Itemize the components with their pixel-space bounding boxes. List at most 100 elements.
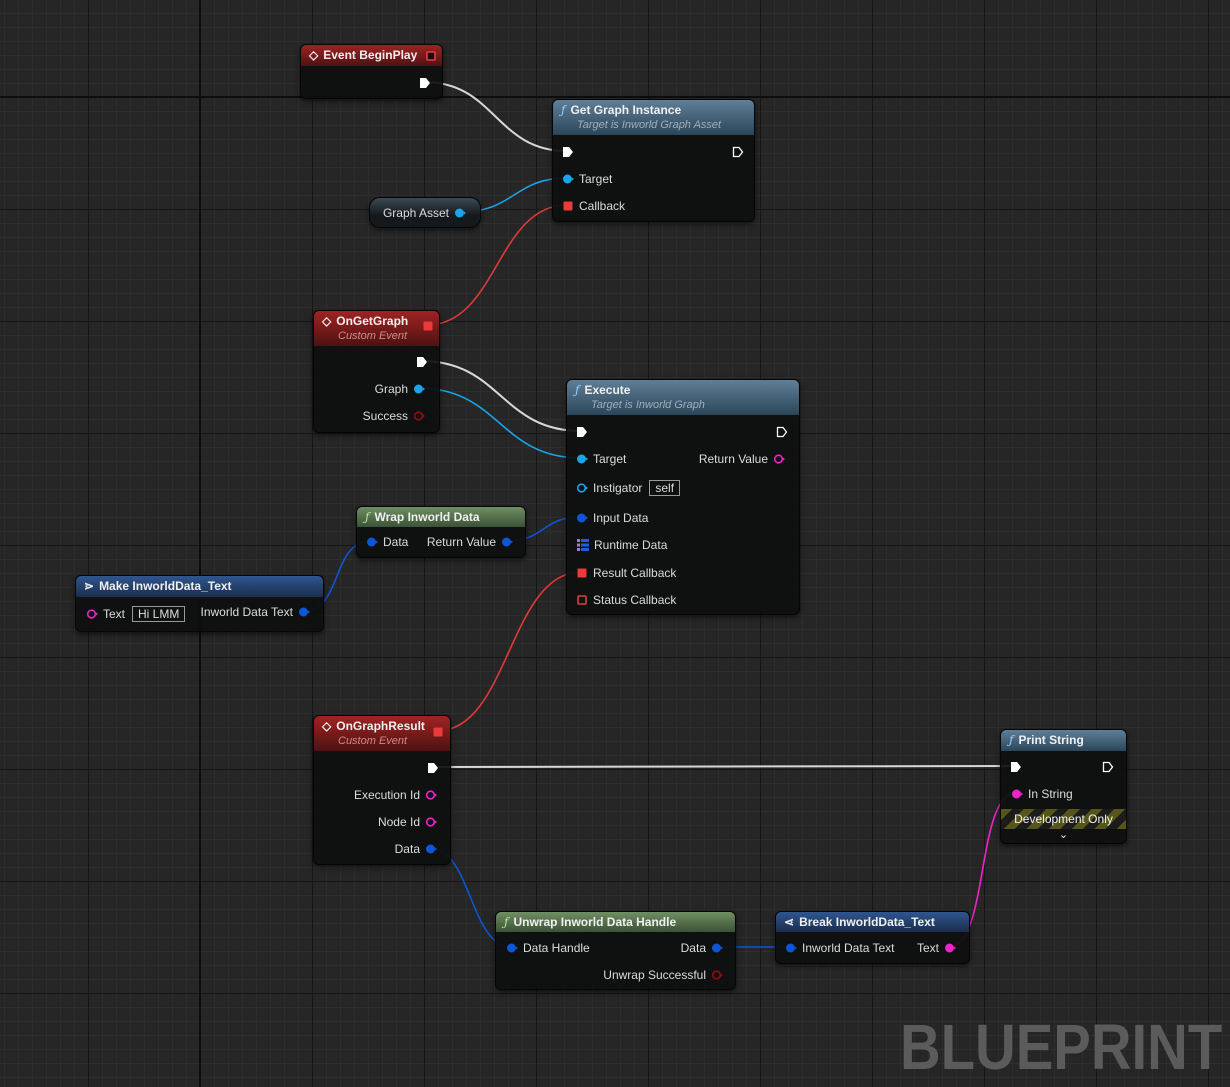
delegate-out-pin[interactable] (432, 726, 444, 738)
instigator-value-field[interactable]: self (649, 480, 681, 496)
pin-label: Text (916, 941, 939, 955)
text-value-field[interactable]: Hi LMM (132, 606, 186, 622)
in-string-pin[interactable] (1011, 788, 1023, 800)
node-graph-asset-variable[interactable]: Graph Asset (369, 197, 481, 228)
function-icon: ƒ (575, 383, 580, 397)
exec-in-pin[interactable] (562, 146, 574, 158)
return-value-pin[interactable] (501, 536, 513, 548)
result-callback-pin[interactable] (576, 567, 588, 579)
node-subtitle: Custom Event (338, 735, 408, 747)
expand-chevron-icon[interactable]: ⌄ (1058, 829, 1069, 841)
text-pin[interactable] (944, 942, 956, 954)
pin-label: Success (362, 409, 408, 423)
exec-out-pin[interactable] (732, 146, 744, 158)
node-title: Wrap Inworld Data (374, 510, 480, 524)
inworld-data-text-pin[interactable] (298, 606, 310, 618)
pin-label: Node Id (377, 815, 420, 829)
exec-out-pin[interactable] (419, 77, 431, 89)
instigator-pin[interactable] (576, 482, 588, 494)
wire-ongraphresult-to-result-callback (436, 571, 582, 732)
pin-label: Target (579, 172, 613, 186)
wire-ongetgraph-to-execute (420, 360, 582, 432)
event-icon: ◇ (322, 719, 332, 733)
node-title: Event BeginPlay (323, 48, 418, 62)
pin-label: Data (680, 941, 706, 955)
exec-in-pin[interactable] (576, 426, 588, 438)
node-subtitle: Custom Event (338, 330, 408, 342)
callback-pin[interactable] (562, 200, 574, 212)
break-struct-icon: ⋖ (784, 915, 795, 929)
exec-in-pin[interactable] (1010, 761, 1022, 773)
data-handle-pin[interactable] (506, 942, 518, 954)
pin-label: Instigator (593, 481, 643, 495)
node-print-string[interactable]: ƒ Print String In String Development Only… (1000, 729, 1127, 844)
graph-asset-pin[interactable] (454, 207, 466, 219)
exec-out-pin[interactable] (1102, 761, 1114, 773)
return-value-pin[interactable] (773, 453, 785, 465)
node-break-inworlddata-text[interactable]: ⋖Break InworldData_Text Inworld Data Tex… (775, 911, 970, 964)
pin-label: Execution Id (353, 788, 420, 802)
wire-graph-to-execute-target (417, 387, 582, 459)
node-title: Get Graph Instance (570, 103, 682, 117)
pin-label: Target (593, 452, 627, 466)
node-subtitle: Target is Inworld Graph Asset (577, 119, 722, 131)
pin-label: Graph (374, 382, 408, 396)
graph-pin[interactable] (413, 383, 425, 395)
node-title: OnGetGraph (336, 314, 409, 328)
blueprint-watermark: BLUEPRINT (899, 1011, 1222, 1083)
data-pin[interactable] (366, 536, 378, 548)
pin-label: Runtime Data (594, 538, 668, 552)
pin-label: Data (394, 842, 420, 856)
node-id-pin[interactable] (425, 816, 437, 828)
exec-out-pin[interactable] (776, 426, 788, 438)
node-title: Execute (584, 383, 631, 397)
target-pin[interactable] (562, 173, 574, 185)
wire-beginplay-to-get-graph-instance (423, 81, 568, 152)
pin-label: Return Value (426, 535, 496, 549)
pin-label: Result Callback (593, 566, 677, 580)
data-pin[interactable] (711, 942, 723, 954)
node-title: Unwrap Inworld Data Handle (513, 915, 677, 929)
make-struct-icon: ⋗ (84, 579, 95, 593)
pin-label: Status Callback (593, 593, 677, 607)
event-icon: ◇ (309, 48, 319, 62)
data-pin[interactable] (425, 843, 437, 855)
text-pin[interactable] (86, 608, 98, 620)
exec-out-pin[interactable] (427, 762, 439, 774)
pin-label: Callback (579, 199, 626, 213)
delegate-pin-icon[interactable] (425, 50, 437, 62)
unwrap-successful-pin[interactable] (711, 969, 723, 981)
execution-id-pin[interactable] (425, 789, 437, 801)
inworld-data-text-pin[interactable] (785, 942, 797, 954)
pin-label: Inworld Data Text (802, 941, 895, 955)
success-pin[interactable] (413, 410, 425, 422)
function-icon: ƒ (365, 510, 370, 524)
function-icon: ƒ (561, 103, 566, 117)
wire-ongraphresult-to-print-string (431, 765, 1016, 768)
pin-label: Data Handle (523, 941, 590, 955)
node-title: OnGraphResult (336, 719, 425, 733)
node-event-beginplay[interactable]: ◇ Event BeginPlay (300, 44, 443, 99)
status-callback-pin[interactable] (576, 594, 588, 606)
function-icon: ƒ (1009, 733, 1014, 747)
event-icon: ◇ (322, 314, 332, 328)
exec-out-pin[interactable] (416, 356, 428, 368)
runtime-data-map-pin[interactable] (577, 539, 589, 551)
pin-label: In String (1028, 787, 1073, 801)
pin-label: Text (103, 607, 126, 621)
input-data-pin[interactable] (576, 512, 588, 524)
development-only-badge: Development Only (1001, 809, 1126, 829)
variable-label: Graph Asset (382, 206, 449, 220)
node-title: Print String (1018, 733, 1084, 747)
delegate-out-pin[interactable] (422, 320, 434, 332)
target-pin[interactable] (576, 453, 588, 465)
node-title: Make InworldData_Text (99, 579, 232, 593)
function-icon: ƒ (504, 915, 509, 929)
